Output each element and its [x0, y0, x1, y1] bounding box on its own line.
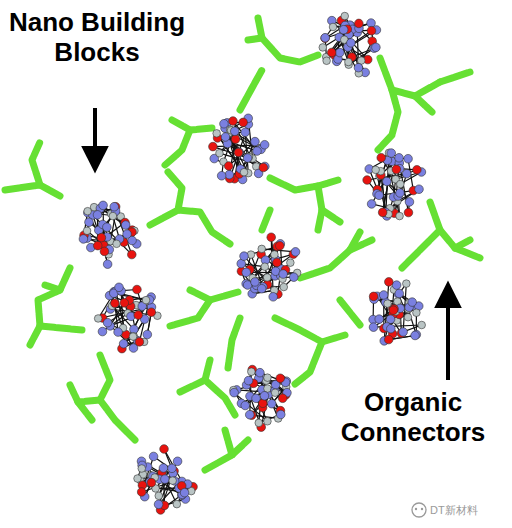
nano-building-block	[319, 12, 381, 77]
nano-building-block	[363, 149, 426, 220]
nano-building-block	[237, 233, 301, 301]
nano-building-block	[94, 283, 161, 353]
nano-building-block	[134, 445, 198, 515]
nano-building-block	[79, 201, 141, 268]
watermark: DT新材料	[430, 503, 478, 518]
callout-label: Nano Building Blocks	[4, 8, 190, 68]
nano-building-block	[209, 114, 270, 184]
nano-building-block	[230, 365, 292, 431]
callout-label: Organic Connectors	[318, 388, 508, 448]
pointer-arrow	[93, 108, 97, 168]
pointer-arrow	[446, 286, 450, 380]
nano-building-block	[369, 278, 426, 346]
watermark-icon	[412, 503, 426, 517]
